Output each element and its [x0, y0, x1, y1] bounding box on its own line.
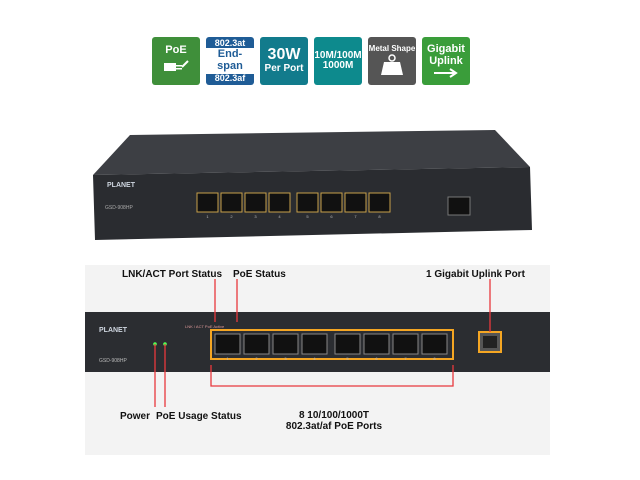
diagram-port-number: 3 — [284, 356, 287, 361]
metal-label: Metal Shape — [368, 43, 416, 53]
diagram-port-number: 1 — [226, 356, 229, 361]
ports-callout-line1: 8 10/100/1000T — [298, 410, 370, 421]
speed-line1: 10M/100M — [314, 49, 362, 61]
led-legend: LNK / ACT PoE Active — [185, 324, 225, 329]
power-plug-icon — [164, 60, 189, 71]
ports-bracket-line — [210, 365, 454, 387]
standards-badge: 802.3at End-span 802.3af — [206, 37, 254, 85]
poe-ports-highlight — [210, 329, 454, 360]
photo-port-number: 3 — [254, 214, 257, 219]
diagram-port-number: 6 — [375, 356, 378, 361]
poe-usage-callout: PoE Usage Status — [156, 411, 242, 422]
weight-icon — [381, 54, 403, 76]
power-callout: Power — [120, 411, 151, 422]
standards-bottom: 802.3af — [214, 72, 246, 83]
arrow-icon — [434, 67, 458, 78]
diagram-port-1 — [214, 333, 241, 355]
photo-port-2 — [220, 192, 243, 213]
feature-badges: PoE 802.3at End-span 802.3af 30W Per Por… — [152, 37, 470, 85]
switch-top — [93, 130, 530, 175]
photo-port-number: 5 — [306, 214, 309, 219]
photo-port-6 — [320, 192, 343, 213]
front-panel-graphic: PLANET GSD-908HP LNK / ACT PoE Active 1 2… — [85, 279, 550, 407]
standards-top: 802.3at — [214, 38, 246, 49]
power-per-port-badge: 30W Per Port — [260, 37, 308, 85]
diagram-port-7 — [392, 333, 419, 355]
speed-line2: 1000M — [322, 60, 354, 71]
model-label: GSD-908HP — [105, 205, 133, 211]
diagram-port-number: 7 — [404, 356, 407, 361]
ports-callout-line2: 802.3at/af PoE Ports — [285, 421, 383, 432]
uplink-line2: Uplink — [429, 55, 463, 67]
diagram-port-5 — [334, 333, 361, 355]
switch-photo: PLANET GSD-908HP 1 2 3 4 5 6 7 8 — [93, 130, 532, 240]
photo-port-1 — [196, 192, 219, 213]
diagram-port-number: 8 — [433, 356, 436, 361]
diagram-port-4 — [301, 333, 328, 355]
photo-port-number: 8 — [378, 214, 381, 219]
uplink-port-callout: 1 Gigabit Uplink Port — [426, 269, 525, 280]
diagram-port-number: 4 — [313, 356, 316, 361]
photo-port-number: 2 — [230, 214, 233, 219]
callout-lines — [154, 279, 491, 407]
diagram-brand-logo: PLANET — [99, 327, 128, 334]
gigabit-uplink-badge: Gigabit Uplink — [422, 37, 470, 85]
diagram-port-number: 2 — [255, 356, 258, 361]
photo-port-4 — [268, 192, 291, 213]
photo-port-number: 6 — [330, 214, 333, 219]
power-unit: Per Port — [264, 63, 304, 75]
brand-logo: PLANET — [107, 182, 136, 189]
uplink-line1: Gigabit — [427, 43, 465, 56]
diagram-port-8 — [421, 333, 448, 355]
poe-badge-label: PoE — [165, 44, 187, 57]
photo-port-number: 4 — [278, 214, 281, 219]
photo-port-5 — [296, 192, 319, 213]
diagram-port-block: 1 2 3 4 5 6 7 8 — [214, 333, 448, 361]
photo-port-number: 7 — [354, 214, 357, 219]
power-value: 30W — [267, 46, 301, 64]
diagram-port-3 — [272, 333, 299, 355]
photo-port-number: 1 — [206, 214, 209, 219]
lnk-act-callout: LNK/ACT Port Status — [122, 269, 222, 280]
diagram-port-number: 5 — [346, 356, 349, 361]
photo-port-7 — [344, 192, 367, 213]
diagram-port-6 — [363, 333, 390, 355]
poe-status-callout: PoE Status — [233, 269, 286, 280]
photo-port-block: 1 2 3 4 5 6 7 8 — [196, 192, 391, 219]
photo-port-3 — [244, 192, 267, 213]
photo-uplink-port — [447, 196, 471, 216]
diagram-model-label: GSD-908HP — [99, 358, 127, 364]
diagram-port-2 — [243, 333, 270, 355]
diagram-uplink-jack — [483, 336, 497, 348]
speed-badge: 10M/100M 1000M — [314, 37, 362, 85]
metal-shape-badge: Metal Shape — [368, 37, 416, 85]
photo-port-8 — [368, 192, 391, 213]
standards-mid: End-span — [206, 48, 254, 74]
poe-badge: PoE — [152, 37, 200, 85]
ports-callout: 8 10/100/1000T 802.3at/af PoE Ports — [264, 410, 404, 432]
